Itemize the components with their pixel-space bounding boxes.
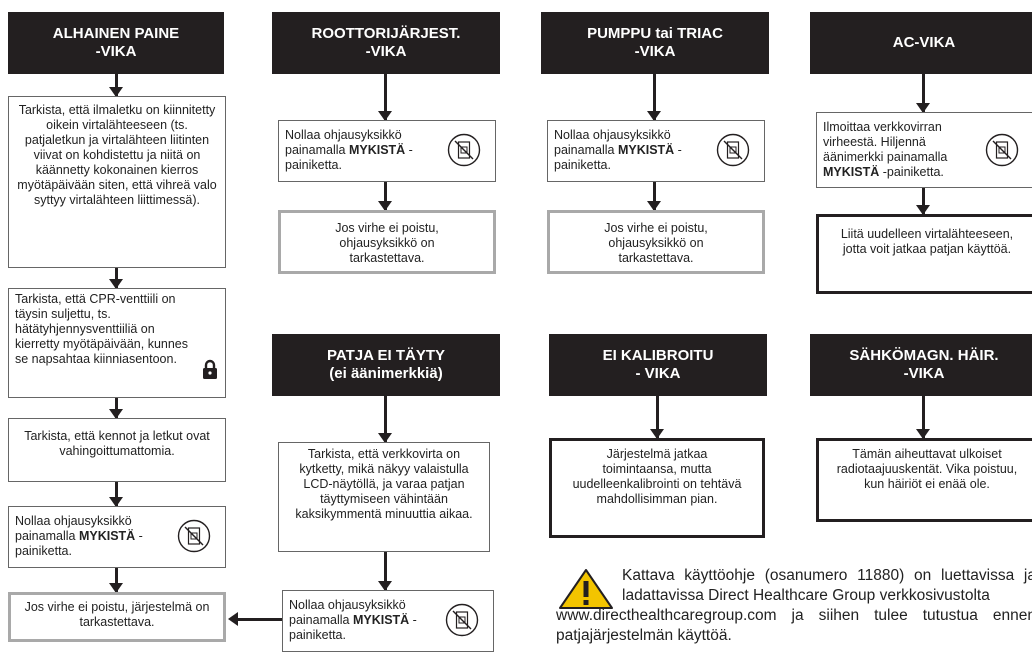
- header-ac-fault: AC-VIKA: [810, 12, 1032, 74]
- note-line-2: www.directhealthcaregroup.com ja siihen …: [556, 607, 1032, 644]
- step-text: Tarkista, että CPR-venttiili on täysin s…: [15, 292, 189, 366]
- step-reset-mute: Nollaa ohjausyksikkö painamalla MYKISTÄ …: [547, 120, 765, 182]
- text-c: -painiketta.: [879, 165, 944, 179]
- mute-word: MYKISTÄ: [823, 165, 880, 179]
- mute-word: MYKISTÄ: [352, 613, 410, 627]
- header-not-calibrated: EI KALIBROITU - VIKA: [549, 334, 767, 396]
- step-unit-inspection: Jos virhe ei poistu, ohjausyksikkö on ta…: [547, 210, 765, 274]
- text-a: Nollaa ohjausyksikkö painamalla: [285, 128, 402, 157]
- step-text: Tämän aiheuttavat ulkoiset radiotaajuusk…: [836, 447, 1018, 491]
- arrow: [378, 182, 392, 211]
- arrow: [916, 188, 930, 215]
- header-line-2: -VIKA: [95, 43, 137, 60]
- header-line-2: -VIKA: [365, 43, 407, 60]
- arrow: [916, 74, 930, 113]
- header-line-2: - VIKA: [635, 365, 681, 382]
- header-emi-fault: SÄHKÖMAGN. HÄIR. -VIKA: [810, 334, 1032, 396]
- lock-icon: [203, 359, 217, 379]
- step-mute-alarm: Ilmoittaa verkkovirran virheestä. Hiljen…: [816, 112, 1032, 188]
- step-check-air-hose: Tarkista, että ilmaletku on kiinnitetty …: [8, 96, 226, 268]
- text-c: -painiketta.: [15, 529, 143, 558]
- header-line-1: EI KALIBROITU: [602, 347, 714, 364]
- arrow: [378, 396, 392, 443]
- step-rf-interference: Tämän aiheuttavat ulkoiset radiotaajuusk…: [816, 438, 1032, 522]
- mute-word: MYKISTÄ: [348, 143, 406, 157]
- step-text: Nollaa ohjausyksikkö painamalla MYKISTÄ …: [285, 128, 435, 173]
- arrow: [109, 568, 123, 593]
- step-reconnect-power: Liitä uudelleen virtalähteeseen, jotta v…: [816, 214, 1032, 294]
- step-text: Järjestelmä jatkaa toimintaansa, mutta u…: [572, 447, 742, 506]
- arrow: [650, 396, 664, 439]
- arrow: [109, 398, 123, 419]
- step-text: Tarkista, että verkkovirta on kytketty, …: [295, 447, 473, 521]
- mute-button-icon: [716, 133, 750, 167]
- step-text: Jos virhe ei poistu, ohjausyksikkö on ta…: [604, 221, 708, 265]
- arrow: [109, 268, 123, 289]
- text-a: Nollaa ohjausyksikkö painamalla: [15, 514, 132, 543]
- step-text: Nollaa ohjausyksikkö painamalla MYKISTÄ …: [15, 514, 165, 559]
- header-line-1: SÄHKÖMAGN. HÄIR.: [849, 347, 999, 364]
- mute-button-icon: [177, 519, 211, 553]
- header-line-1: AC-VIKA: [892, 34, 956, 51]
- header-line-2: (ei äänimerkkiä): [329, 365, 443, 382]
- step-system-inspection: Jos virhe ei poistu, järjestelmä on tark…: [8, 592, 226, 642]
- step-text: Nollaa ohjausyksikkö painamalla MYKISTÄ …: [289, 598, 439, 643]
- arrow: [916, 396, 930, 439]
- header-low-pressure: ALHAINEN PAINE -VIKA: [8, 12, 224, 74]
- text-a: Ilmoittaa verkkovirran virheestä. Hiljen…: [823, 120, 948, 164]
- step-check-cpr-valve: Tarkista, että CPR-venttiili on täysin s…: [8, 288, 226, 398]
- header-rotor-system: ROOTTORIJÄRJEST. -VIKA: [272, 12, 500, 74]
- mute-button-icon: [445, 603, 479, 637]
- step-text: Tarkista, että kennot ja letkut ovat vah…: [24, 429, 210, 458]
- step-check-cells: Tarkista, että kennot ja letkut ovat vah…: [8, 418, 226, 482]
- header-line-2: -VIKA: [903, 365, 945, 382]
- step-reset-mute: Nollaa ohjausyksikkö painamalla MYKISTÄ …: [278, 120, 496, 182]
- text-a: Nollaa ohjausyksikkö painamalla: [289, 598, 406, 627]
- header-line-1: PATJA EI TÄYTY: [326, 347, 446, 364]
- manual-note: Kattava käyttöohje (osanumero 11880) on …: [556, 566, 1032, 646]
- mute-button-icon: [985, 133, 1019, 167]
- mute-button-icon: [447, 133, 481, 167]
- header-line-1: ROOTTORIJÄRJEST.: [311, 25, 461, 42]
- mute-word: MYKISTÄ: [617, 143, 675, 157]
- step-check-mains: Tarkista, että verkkovirta on kytketty, …: [278, 442, 490, 552]
- header-pump-triac: PUMPPU tai TRIAC -VIKA: [541, 12, 769, 74]
- header-mattress-not-inflating: PATJA EI TÄYTY (ei äänimerkkiä): [272, 334, 500, 396]
- header-line-1: PUMPPU tai TRIAC: [587, 25, 723, 42]
- header-line-1: ALHAINEN PAINE: [52, 25, 180, 42]
- header-line-2: -VIKA: [634, 43, 676, 60]
- warning-triangle-icon: [559, 569, 613, 609]
- step-reset-mute: Nollaa ohjausyksikkö painamalla MYKISTÄ …: [282, 590, 494, 652]
- step-reset-mute: Nollaa ohjausyksikkö painamalla MYKISTÄ …: [8, 506, 226, 568]
- step-recalibrate: Järjestelmä jatkaa toimintaansa, mutta u…: [549, 438, 765, 538]
- step-unit-inspection: Jos virhe ei poistu, ohjausyksikkö on ta…: [278, 210, 496, 274]
- arrow: [378, 552, 392, 591]
- step-text: Tarkista, että ilmaletku on kiinnitetty …: [17, 103, 217, 207]
- step-text: Jos virhe ei poistu, ohjausyksikkö on ta…: [335, 221, 439, 265]
- step-text: Nollaa ohjausyksikkö painamalla MYKISTÄ …: [554, 128, 704, 173]
- arrow: [647, 182, 661, 211]
- text-c: -painiketta.: [289, 613, 417, 642]
- text-c: -painiketta.: [285, 143, 413, 172]
- text-a: Nollaa ohjausyksikkö painamalla: [554, 128, 671, 157]
- arrow: [647, 74, 661, 121]
- mute-word: MYKISTÄ: [78, 529, 136, 543]
- note-line-1: Kattava käyttöohje (osanumero 11880) on …: [622, 567, 1032, 604]
- arrow: [109, 74, 123, 97]
- arrow: [378, 74, 392, 121]
- step-text: Jos virhe ei poistu, järjestelmä on tark…: [24, 600, 210, 629]
- step-text: Liitä uudelleen virtalähteeseen, jotta v…: [840, 227, 1014, 256]
- arrow: [109, 482, 123, 507]
- arrow-left: [228, 612, 282, 626]
- text-c: -painiketta.: [554, 143, 682, 172]
- step-text: Ilmoittaa verkkovirran virheestä. Hiljen…: [823, 120, 973, 180]
